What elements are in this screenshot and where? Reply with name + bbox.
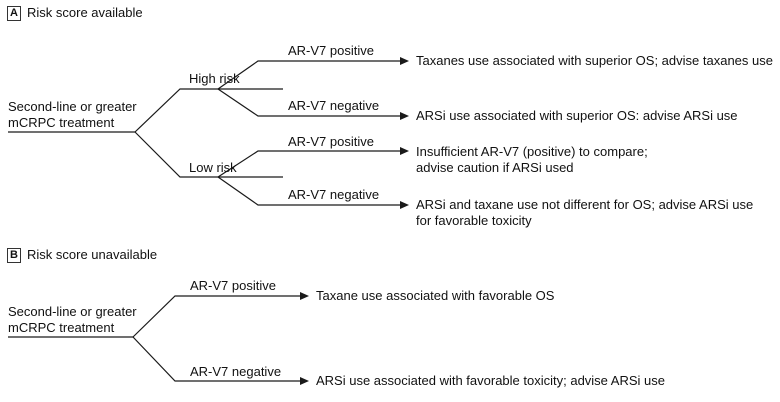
branch-b-neg — [132, 336, 300, 382]
branch-low-risk — [134, 131, 283, 178]
outcome-b-neg: ARSi use associated with favorable toxic… — [316, 373, 666, 388]
branch-high-pos — [217, 60, 400, 90]
branch-b-pos — [132, 295, 300, 338]
panel-a-badge: A — [7, 6, 21, 21]
arrow-b-pos — [300, 292, 309, 300]
branch-low-pos — [217, 150, 400, 178]
branch-high-neg — [217, 88, 400, 117]
panel-a-title: Risk score available — [27, 5, 143, 20]
root-b-line2: mCRPC treatment — [8, 320, 115, 335]
arrow-high-pos — [400, 57, 409, 65]
panel-b-badge: B — [7, 248, 21, 263]
panel-b-title: Risk score unavailable — [27, 247, 158, 262]
outcome-high-pos: Taxanes use associated with superior OS;… — [416, 53, 773, 68]
high-pos-label: AR-V7 positive — [288, 43, 374, 58]
high-neg-label: AR-V7 negative — [288, 98, 380, 113]
low-pos-label: AR-V7 positive — [288, 134, 374, 149]
outcome-b-pos: Taxane use associated with favorable OS — [316, 288, 555, 303]
arrow-low-neg — [400, 201, 409, 209]
root-a-line1: Second-line or greater — [8, 99, 137, 114]
outcome-low-pos-line1: Insufficient AR-V7 (positive) to compare… — [416, 144, 648, 159]
outcome-high-neg: ARSi use associated with superior OS: ad… — [416, 108, 738, 123]
branch-high-risk — [134, 88, 283, 133]
outcome-low-neg-line1: ARSi and taxane use not different for OS… — [416, 197, 754, 212]
b-pos-label: AR-V7 positive — [190, 278, 276, 293]
arrow-b-neg — [300, 377, 309, 385]
arrow-high-neg — [400, 112, 409, 120]
low-risk-label: Low risk — [189, 160, 237, 175]
b-neg-label: AR-V7 negative — [190, 364, 282, 379]
outcome-low-neg-line2: for favorable toxicity — [416, 213, 532, 228]
outcome-low-pos-line2: advise caution if ARSi used — [416, 160, 574, 175]
root-b-line1: Second-line or greater — [8, 304, 137, 319]
low-neg-label: AR-V7 negative — [288, 187, 380, 202]
root-a-line2: mCRPC treatment — [8, 115, 115, 130]
arrow-low-pos — [400, 147, 409, 155]
branch-low-neg — [217, 176, 400, 206]
high-risk-label: High risk — [189, 71, 240, 86]
